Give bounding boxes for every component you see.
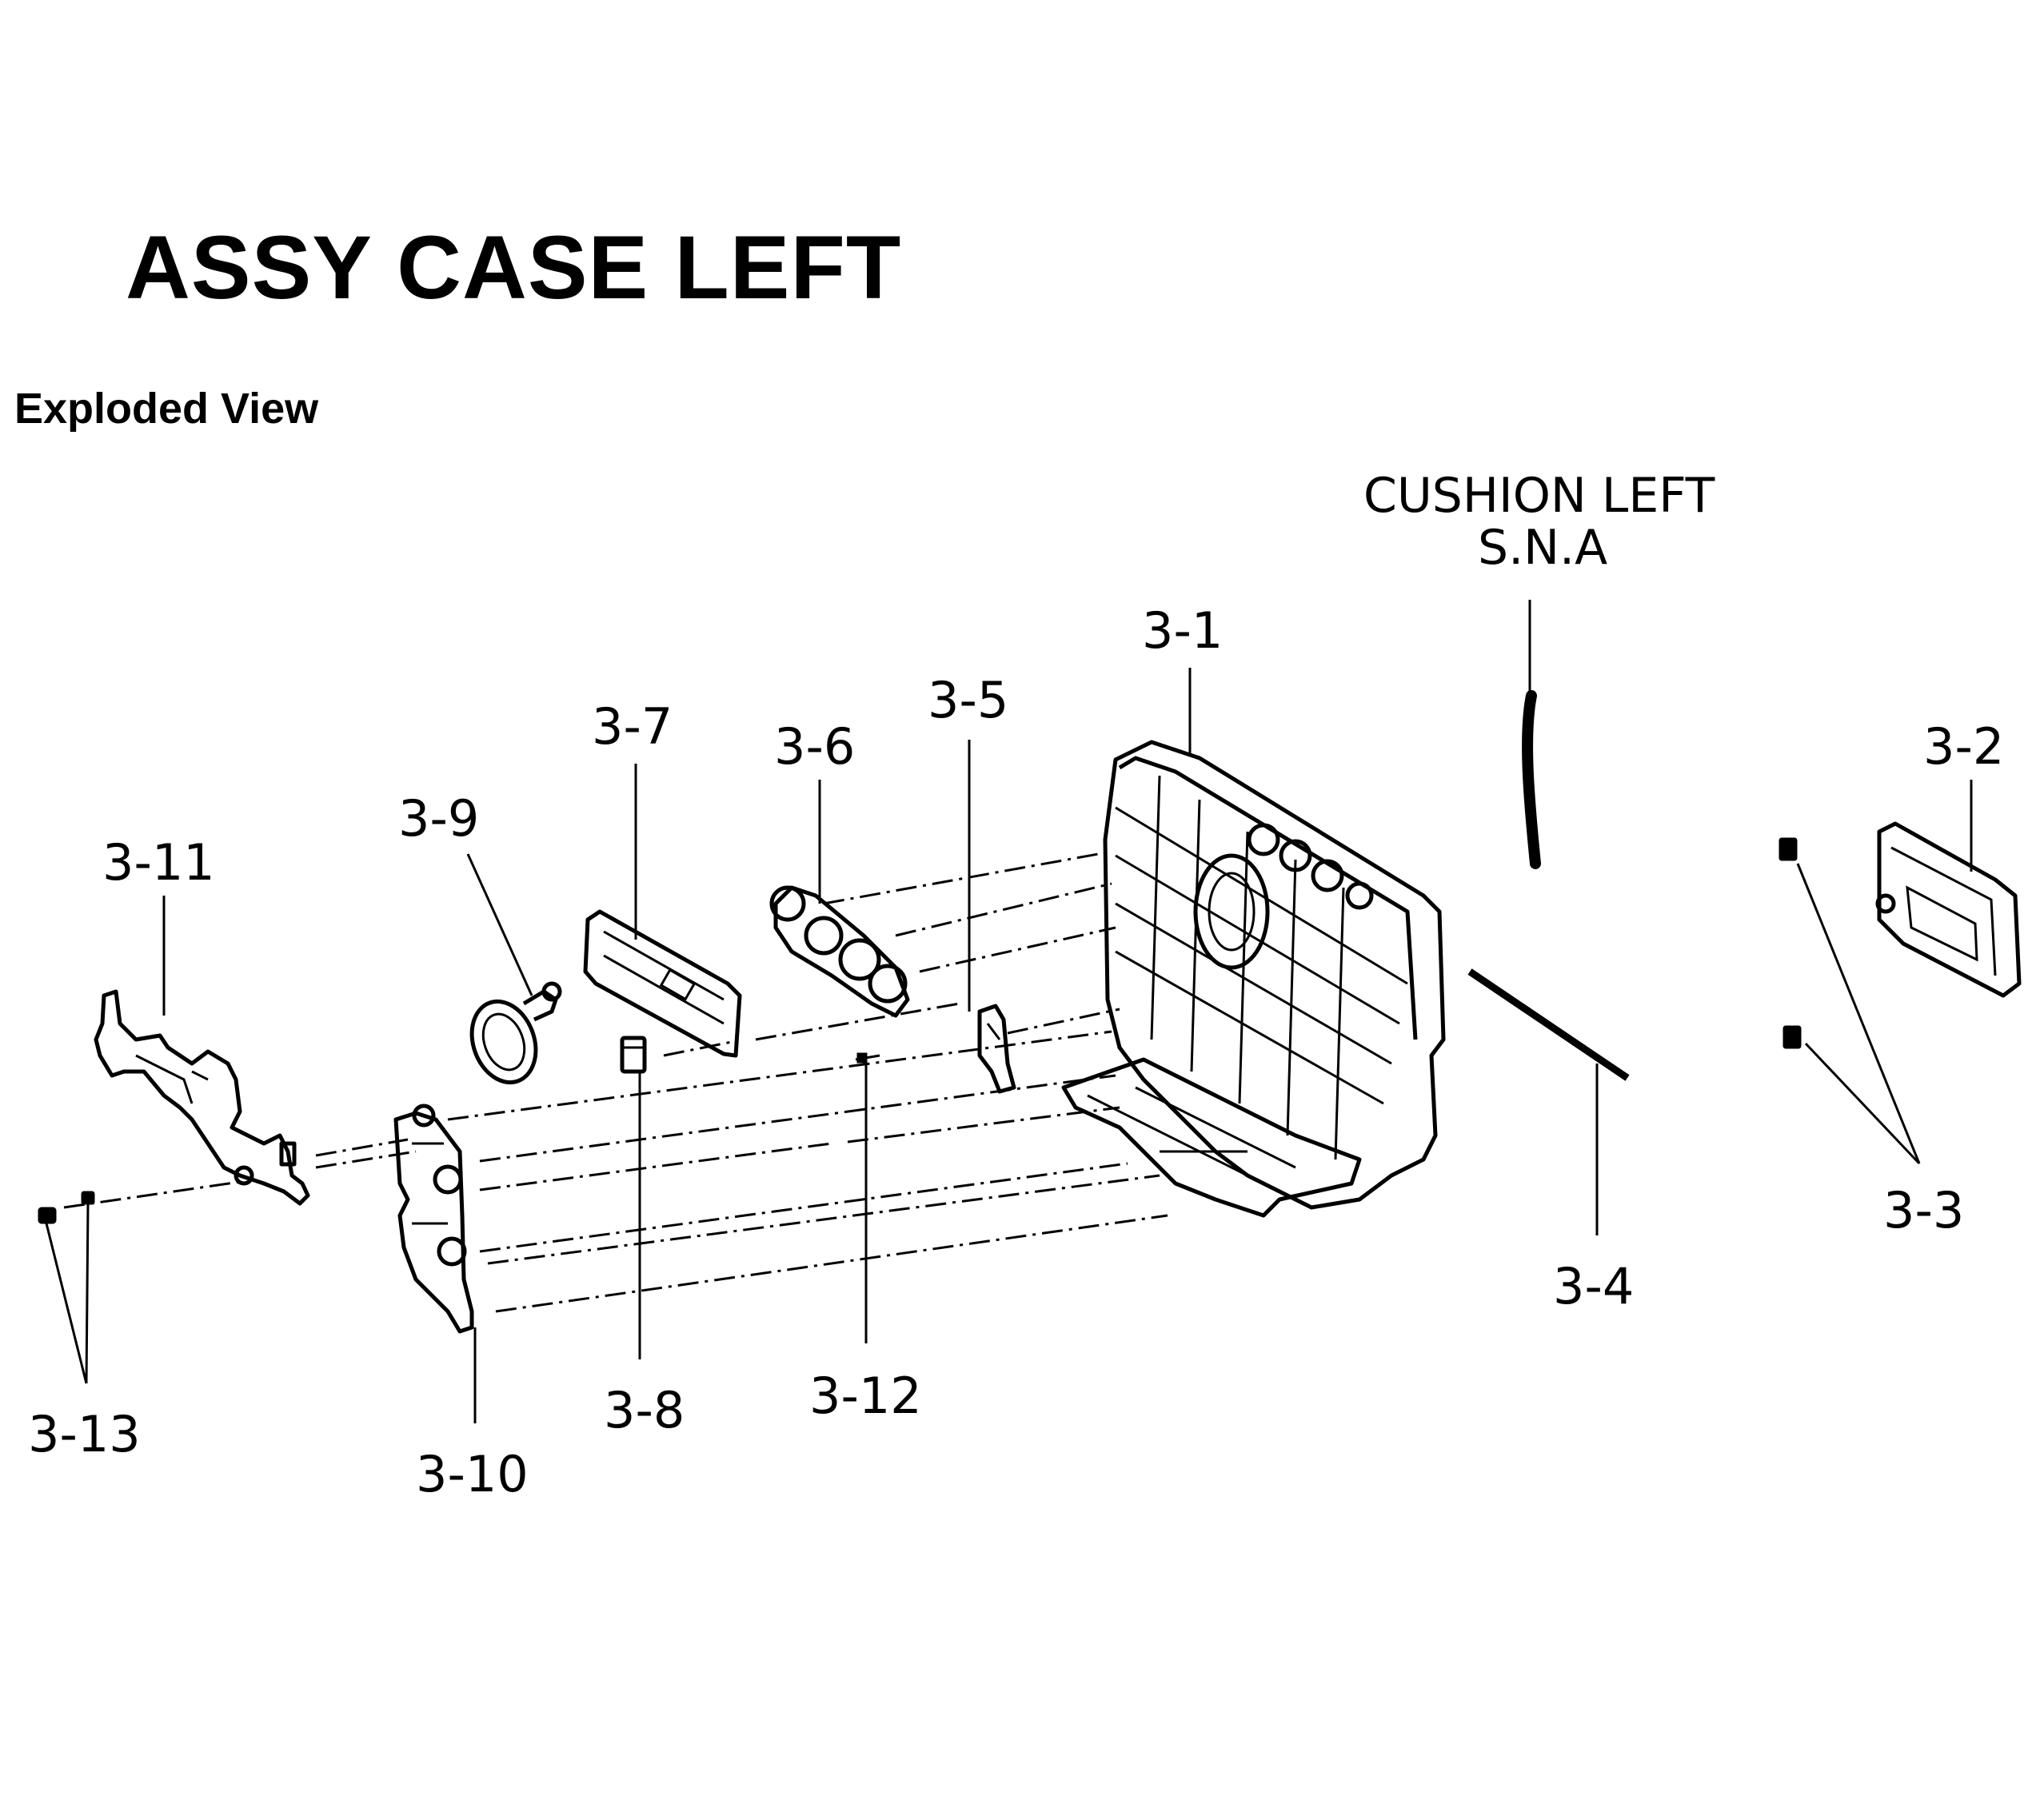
callout-3-4: 3-4 <box>1553 1257 1634 1315</box>
part-3-2-cover <box>1875 821 2022 998</box>
part-3-4-rod <box>1467 968 1630 1081</box>
part-3-3-clips <box>1779 837 1802 1049</box>
part-3-12-pin <box>855 1052 880 1064</box>
callout-3-3: 3-3 <box>1883 1181 1964 1239</box>
callout-3-5: 3-5 <box>928 671 1008 729</box>
part-3-13-screws <box>38 1191 95 1224</box>
part-3-8-block <box>620 1036 647 1074</box>
callout-3-1: 3-1 <box>1142 601 1223 660</box>
part-3-5-bracket <box>977 1004 1016 1094</box>
callout-3-10: 3-10 <box>416 1445 529 1503</box>
callout-3-8: 3-8 <box>604 1381 685 1439</box>
part-3-9-dial <box>469 981 562 1085</box>
part-3-11-bracket <box>94 989 310 1206</box>
part-3-10-plate <box>393 1104 474 1334</box>
part-3-1-case-left <box>1061 740 1446 1218</box>
callout-3-13: 3-13 <box>28 1405 141 1463</box>
callout-3-7: 3-7 <box>592 697 673 756</box>
diagram-title: ASSY CASE LEFT <box>126 218 902 317</box>
callout-3-12: 3-12 <box>809 1367 922 1425</box>
part-3-6-button-set <box>769 885 910 1018</box>
cushion-left-label: CUSHION LEFT <box>1363 468 1715 524</box>
sna-label: S.N.A <box>1478 520 1607 576</box>
callout-3-6: 3-6 <box>774 717 855 776</box>
diagram-subtitle: Exploded View <box>14 385 319 433</box>
leader-lines <box>45 600 1973 1423</box>
callout-3-2: 3-2 <box>1923 717 2004 776</box>
callout-3-9: 3-9 <box>398 789 479 848</box>
part-3-7-panel <box>583 909 742 1058</box>
callout-3-11: 3-11 <box>102 833 215 892</box>
cushion-left-part <box>1522 690 1541 869</box>
callout-labels: 3-1 3-2 3-3 3-4 3-5 3-6 3-7 3-8 3-9 3-10… <box>28 468 2004 1503</box>
